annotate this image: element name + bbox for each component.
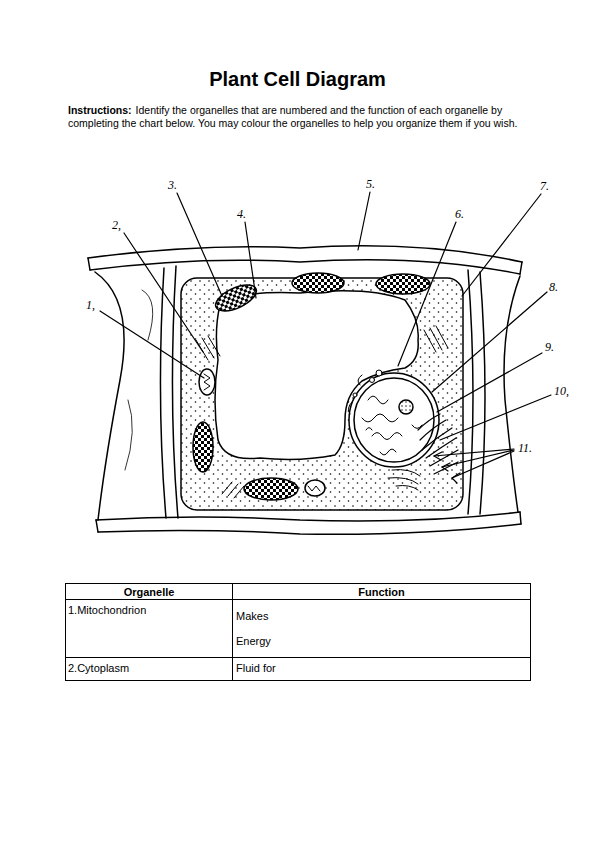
table-header: Organelle bbox=[66, 585, 232, 599]
callout-number: 6. bbox=[455, 207, 464, 221]
instructions-heading: Instructions: bbox=[68, 104, 132, 116]
table-cell: Makes Energy bbox=[236, 604, 281, 654]
callout-number: 5. bbox=[366, 177, 375, 191]
callout-number: 8. bbox=[549, 280, 558, 294]
page-title: Plant Cell Diagram bbox=[0, 68, 595, 91]
table-header: Function bbox=[233, 585, 530, 599]
table-cell: 1.Mitochondrion bbox=[68, 603, 146, 617]
table-cell: Fluid for bbox=[236, 661, 276, 675]
callout-number: 9. bbox=[545, 340, 554, 354]
instructions-paragraph: Instructions:Identify the organelles tha… bbox=[68, 104, 540, 130]
callout-number: 7. bbox=[540, 179, 549, 193]
table-cell: 2.Cytoplasm bbox=[68, 661, 129, 675]
instructions-text: Identify the organelles that are numbere… bbox=[68, 104, 517, 129]
callout-number: 10, bbox=[554, 384, 569, 398]
callout-number: 11. bbox=[518, 441, 532, 455]
callout-number: 3. bbox=[168, 178, 177, 192]
callout-number: 2, bbox=[112, 218, 121, 232]
callout-number: 1, bbox=[86, 298, 95, 312]
callout-number: 4. bbox=[237, 207, 246, 221]
